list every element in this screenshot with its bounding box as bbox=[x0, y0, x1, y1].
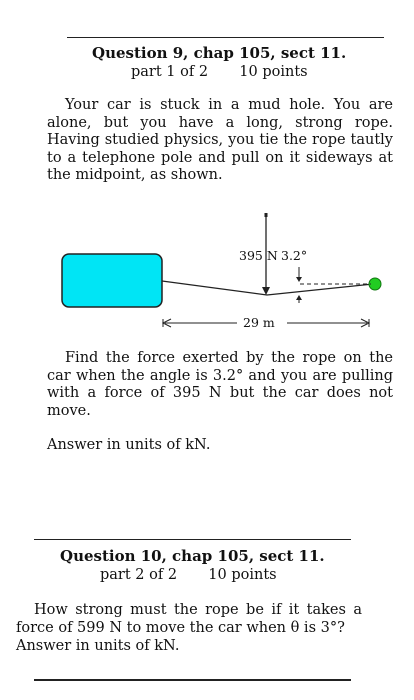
question-9-question-text: Find the force exerted by the rope on th… bbox=[47, 350, 393, 419]
rope-line bbox=[161, 280, 374, 296]
question-10-question: How strong must the rope be if it takes … bbox=[16, 602, 362, 637]
question-9-points: 10 points bbox=[239, 64, 308, 80]
question-9-part: part 1 of 2 10 points bbox=[131, 64, 308, 81]
rope-diagram-svg bbox=[61, 213, 382, 328]
question-10-question-text: How strong must the rope be if it takes … bbox=[16, 602, 362, 636]
divider-rule bbox=[34, 539, 351, 540]
rope-diagram: 395 N 3.2° 29 m bbox=[55, 205, 395, 340]
telephone-pole bbox=[368, 277, 382, 291]
force-arrow-head bbox=[262, 287, 270, 295]
question-10-part-label: part 2 of 2 bbox=[100, 567, 178, 583]
question-10-answer-units: Answer in units of kN. bbox=[16, 638, 180, 654]
top-rule bbox=[67, 37, 384, 38]
question-9-body-text: Your car is stuck in a mud hole. You are… bbox=[47, 97, 393, 183]
car-shape bbox=[61, 253, 163, 308]
question-9-part-label: part 1 of 2 bbox=[131, 64, 209, 80]
question-9-body: Your car is stuck in a mud hole. You are… bbox=[47, 97, 393, 185]
question-10-part: part 2 of 2 10 points bbox=[100, 567, 277, 584]
force-label: 395 N bbox=[239, 248, 278, 263]
question-10-title: Question 10, chap 105, sect 11. bbox=[60, 547, 325, 565]
question-9-answer-units: Answer in units of kN. bbox=[47, 437, 211, 453]
bottom-rule bbox=[34, 679, 351, 681]
angle-label: 3.2° bbox=[281, 248, 308, 263]
distance-label: 29 m bbox=[243, 315, 275, 330]
question-9-title: Question 9, chap 105, sect 11. bbox=[92, 44, 347, 62]
question-9-question: Find the force exerted by the rope on th… bbox=[47, 350, 393, 420]
question-10-points: 10 points bbox=[208, 567, 277, 583]
